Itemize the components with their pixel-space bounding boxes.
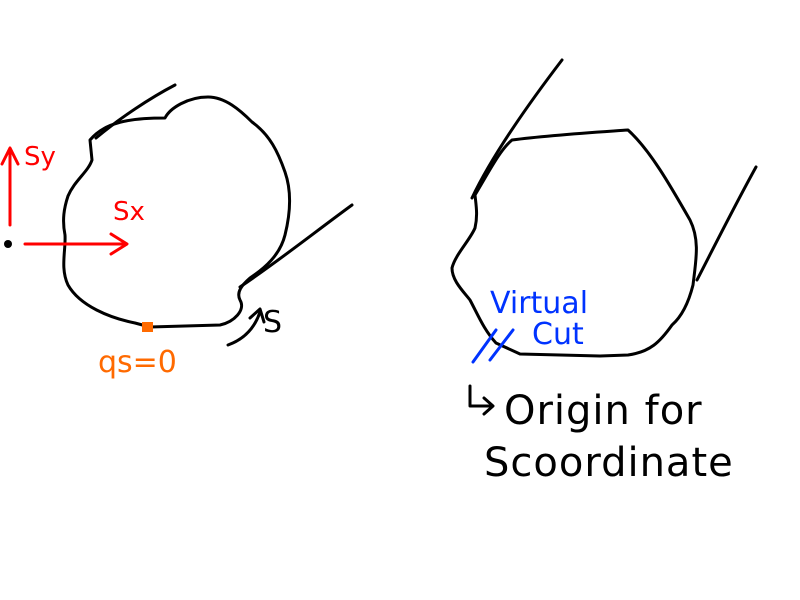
qs-origin-point: [142, 322, 153, 332]
s-direction-arrow: [226, 310, 262, 347]
sy-label: Sy: [24, 142, 56, 172]
virtual-label: Virtual: [490, 286, 588, 321]
right-open-section-outline: [450, 128, 698, 358]
sx-axis-arrowhead: [109, 232, 129, 256]
left-web-line-upper: [94, 83, 177, 140]
right-web-line-lower: [695, 165, 758, 282]
left-figure: S Sy Sx qs=0: [0, 83, 354, 380]
right-web-line-upper: [470, 58, 564, 200]
origin-label-line1: Origin for: [504, 388, 703, 434]
axes-origin-dot: [4, 240, 12, 248]
left-closed-section-outline: [62, 95, 292, 329]
origin-pointer-arrow: [468, 384, 494, 408]
qs-zero-label: qs=0: [98, 345, 177, 380]
right-figure: Virtual Cut Origin for Scoordinate: [450, 58, 758, 486]
virtual-cut-mark-right: [488, 328, 515, 362]
origin-label-line2: Scoordinate: [484, 440, 734, 486]
left-web-line-lower: [238, 203, 354, 289]
sy-axis-arrowhead: [0, 146, 20, 166]
cut-label: Cut: [532, 317, 584, 352]
s-label: S: [263, 305, 282, 340]
s-direction-arrowhead: [248, 307, 266, 324]
sx-label: Sx: [113, 197, 145, 227]
virtual-cut-mark-left: [471, 328, 498, 364]
origin-pointer-arrowhead: [482, 396, 495, 416]
